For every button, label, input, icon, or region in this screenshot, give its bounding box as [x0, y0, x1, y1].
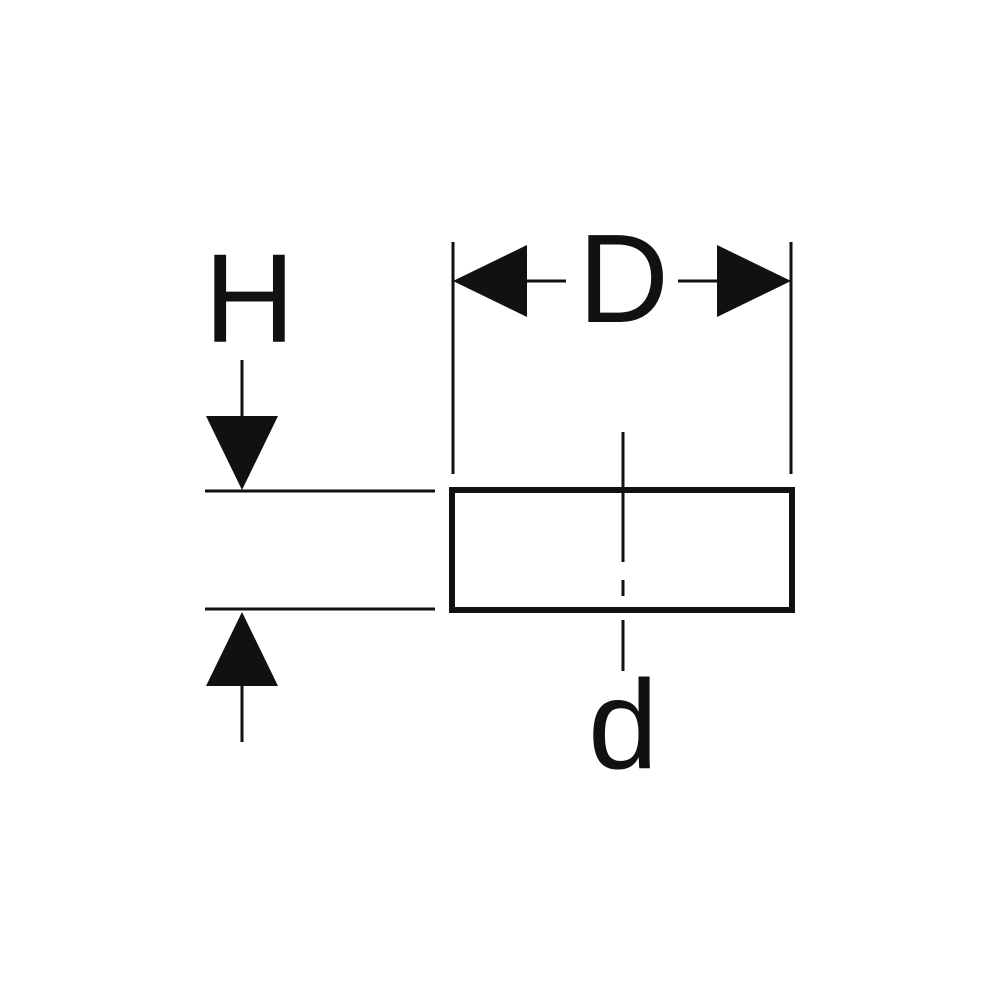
outer-diameter-label: D	[578, 208, 669, 349]
diameter-arrow-right-head	[717, 245, 791, 317]
height-label: H	[204, 228, 295, 369]
inner-diameter-label: d	[588, 654, 658, 795]
height-arrow-bottom-head	[206, 612, 278, 686]
height-arrow-top-head	[206, 416, 278, 490]
diameter-arrow-left-head	[453, 245, 527, 317]
